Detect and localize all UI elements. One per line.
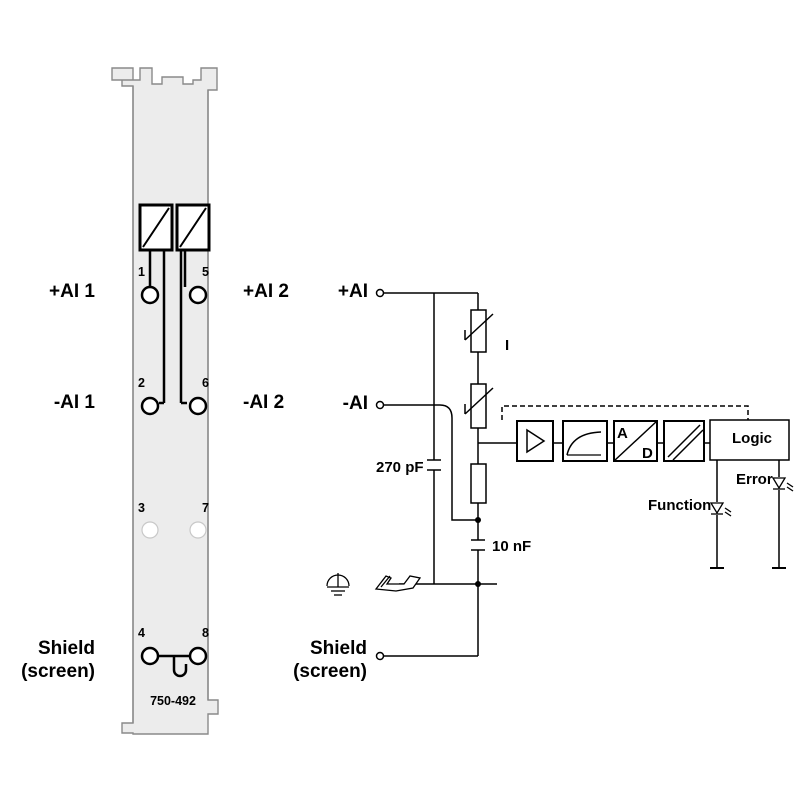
schematic-terminals [375, 288, 385, 661]
adc-block: A D [613, 420, 658, 462]
terminal-number: 2 [138, 376, 145, 390]
isolation-block-1 [138, 203, 174, 252]
feedback-dashed-line [501, 405, 749, 420]
logic-label: Logic [732, 430, 772, 447]
inactive-terminals [141, 521, 207, 539]
terminal-7 [189, 521, 207, 539]
input-minus-label: -AI [343, 393, 368, 414]
logic-block: Logic [709, 419, 790, 461]
ground-icon [326, 573, 350, 596]
filter-block [562, 420, 608, 462]
input-minus-terminal [375, 400, 385, 410]
din-rail-icon [374, 575, 422, 592]
amplifier-block [516, 420, 554, 462]
adc-label-d: D [642, 445, 653, 462]
module-internal-wiring [148, 250, 187, 405]
terminal-1 [140, 285, 160, 305]
adc-label-a: A [617, 425, 628, 442]
current-label: I [505, 337, 509, 354]
terminal-5 [188, 285, 208, 305]
terminal-3 [141, 521, 159, 539]
label-ai2-minus: -AI 2 [243, 392, 284, 413]
schematic-wiring [383, 292, 786, 657]
label-shield-line1: Shield [38, 638, 95, 659]
shield-terminal [375, 651, 385, 661]
capacitor-10nf-label: 10 nF [492, 538, 531, 555]
isolation-block-2 [175, 203, 211, 252]
shield-label-line2: (screen) [293, 661, 367, 682]
resistor [470, 463, 487, 504]
terminal-number: 4 [138, 626, 145, 640]
led-error-icon [771, 477, 794, 492]
terminal-numbers: 1 5 2 6 3 7 4 8 [138, 265, 209, 640]
led-function-icon [709, 502, 732, 517]
terminal-number: 3 [138, 501, 145, 515]
terminal-2 [140, 396, 160, 416]
terminal-6 [188, 396, 208, 416]
led-error-label: Error [736, 471, 773, 488]
terminal-number: 8 [202, 626, 209, 640]
shield-bridge [158, 654, 190, 678]
terminal-number: 5 [202, 265, 209, 279]
capacitor-270pf-label: 270 pF [376, 459, 424, 476]
label-ai2-plus: +AI 2 [243, 281, 289, 302]
isolation-block [663, 420, 705, 462]
part-number: 750-492 [150, 694, 196, 708]
module-terminals [140, 285, 208, 666]
led-function-label: Function [648, 497, 711, 514]
terminal-4 [140, 646, 160, 666]
terminal-number: 1 [138, 265, 145, 279]
terminal-number: 6 [202, 376, 209, 390]
junction-dots [475, 517, 481, 587]
terminal-number: 7 [202, 501, 209, 515]
variable-resistor-2 [464, 383, 494, 429]
capacitor-10nf [471, 539, 485, 551]
capacitor-270pf [427, 459, 441, 471]
input-plus-label: +AI [338, 281, 368, 302]
terminal-8 [188, 646, 208, 666]
shield-label-line1: Shield [310, 638, 367, 659]
label-ai1-minus: -AI 1 [54, 392, 96, 413]
label-ai1-plus: +AI 1 [49, 281, 95, 302]
variable-resistor-1 [464, 309, 494, 353]
input-plus-terminal [375, 288, 385, 298]
label-shield-line2: (screen) [21, 661, 95, 682]
